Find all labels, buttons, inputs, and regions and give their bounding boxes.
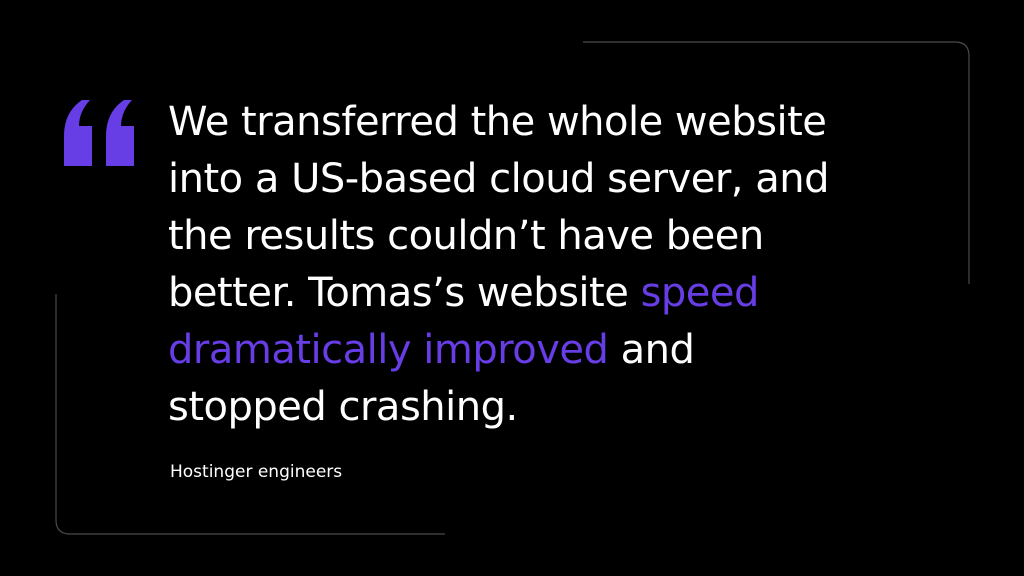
frame-bottom-left-border	[55, 294, 445, 535]
quote-line-3: the results couldn’t have been	[168, 213, 764, 259]
opening-quote-icon	[64, 100, 134, 166]
frame-top-right-border	[583, 41, 970, 284]
highlight-dramatically-improved: dramatically improved	[168, 327, 609, 373]
quote-attribution: Hostinger engineers	[170, 462, 343, 482]
quote-line-5: dramatically improved and	[168, 322, 968, 379]
testimonial-quote: We transferred the whole website into a …	[168, 94, 968, 436]
quote-line-6: stopped crashing.	[168, 384, 518, 430]
quote-line-5-text: and	[608, 327, 695, 373]
quote-line-4-text: better. Tomas’s website	[168, 270, 641, 316]
highlight-speed: speed	[640, 270, 760, 316]
quote-line-4: better. Tomas’s website speed	[168, 265, 968, 322]
quote-line-2: into a US-based cloud server, and	[168, 156, 829, 202]
quote-line-1: We transferred the whole website	[168, 99, 827, 145]
